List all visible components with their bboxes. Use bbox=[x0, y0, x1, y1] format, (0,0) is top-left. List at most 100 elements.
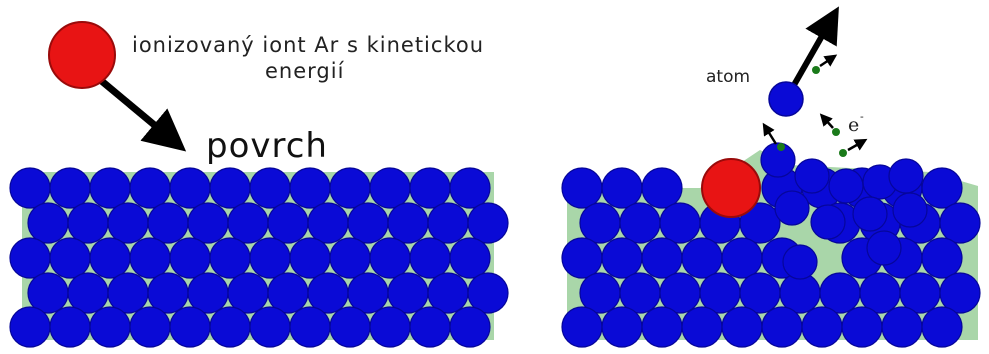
substrate-atom bbox=[888, 158, 924, 194]
substrate-atom bbox=[681, 237, 723, 279]
substrate-atom bbox=[681, 306, 723, 348]
substrate-atom bbox=[49, 167, 91, 209]
substrate-atom bbox=[307, 202, 349, 244]
ion-trajectory-arrow bbox=[95, 75, 187, 152]
substrate-atom bbox=[49, 306, 91, 348]
substrate-atom bbox=[347, 202, 389, 244]
substrate-atom bbox=[721, 237, 763, 279]
substrate-atom bbox=[289, 306, 331, 348]
electron-emission: e - bbox=[762, 54, 868, 157]
argon-ion bbox=[48, 21, 116, 89]
substrate-atom bbox=[107, 202, 149, 244]
substrate-atom bbox=[169, 306, 211, 348]
left-panel-before-impact: ionizovaný iont Ar s kinetickou energií … bbox=[9, 21, 509, 348]
substrate-atom bbox=[209, 306, 251, 348]
substrate-atom bbox=[169, 167, 211, 209]
substrate-atom bbox=[369, 237, 411, 279]
substrate-atom bbox=[641, 306, 683, 348]
substrate-atom bbox=[249, 237, 291, 279]
substrate-atom bbox=[9, 237, 51, 279]
substrate-atom bbox=[866, 230, 902, 266]
substrate-atom bbox=[27, 202, 69, 244]
substrate-atom bbox=[387, 202, 429, 244]
substrate-atom bbox=[329, 237, 371, 279]
substrate-atom bbox=[249, 167, 291, 209]
electron-arrow bbox=[819, 54, 838, 68]
substrate-atom bbox=[249, 306, 291, 348]
substrate-atom bbox=[659, 202, 701, 244]
electron-arrow bbox=[762, 122, 778, 145]
substrate-atom bbox=[329, 306, 371, 348]
substrate-atom bbox=[9, 167, 51, 209]
right-panel-after-impact: atom e - bbox=[561, 6, 981, 348]
substrate-atom bbox=[449, 306, 491, 348]
substrate-atom bbox=[579, 202, 621, 244]
argon-ion-embedded bbox=[701, 158, 761, 218]
substrate-atom bbox=[561, 167, 603, 209]
substrate-atom bbox=[427, 202, 469, 244]
substrate-atom bbox=[852, 196, 888, 232]
electron-arrow bbox=[819, 113, 834, 129]
substrate-atom bbox=[369, 167, 411, 209]
ion-label-line2: energií bbox=[265, 59, 345, 83]
substrate-atom bbox=[289, 167, 331, 209]
right-atom-lattice bbox=[561, 142, 981, 348]
substrate-atom bbox=[89, 237, 131, 279]
sputtered-atom-arrow bbox=[787, 6, 839, 94]
electron-dot bbox=[832, 128, 840, 136]
substrate-atom bbox=[641, 167, 683, 209]
substrate-atom bbox=[129, 167, 171, 209]
substrate-atom bbox=[209, 237, 251, 279]
ion-label-line1: ionizovaný iont Ar s kinetickou bbox=[132, 33, 484, 57]
electron-dot bbox=[777, 143, 785, 151]
substrate-atom bbox=[409, 306, 451, 348]
substrate-atom bbox=[409, 237, 451, 279]
substrate-atom bbox=[129, 306, 171, 348]
substrate-atom bbox=[921, 167, 963, 209]
substrate-atom bbox=[449, 167, 491, 209]
substrate-atom bbox=[209, 167, 251, 209]
electron-label: e bbox=[848, 114, 859, 136]
substrate-atom bbox=[939, 202, 981, 244]
substrate-atom bbox=[939, 272, 981, 314]
substrate-atom bbox=[187, 202, 229, 244]
substrate-atom bbox=[449, 237, 491, 279]
electron-arrow bbox=[847, 138, 868, 152]
substrate-atom bbox=[601, 306, 643, 348]
substrate-atom bbox=[921, 237, 963, 279]
substrate-atom bbox=[369, 306, 411, 348]
substrate-atom bbox=[289, 237, 331, 279]
substrate-atom bbox=[89, 306, 131, 348]
substrate-atom bbox=[89, 167, 131, 209]
substrate-atom bbox=[67, 202, 109, 244]
substrate-atom bbox=[760, 142, 796, 178]
substrate-atom bbox=[169, 237, 211, 279]
substrate-atom bbox=[329, 167, 371, 209]
substrate-atom bbox=[561, 306, 603, 348]
substrate-atom bbox=[892, 192, 928, 228]
sputtered-atom bbox=[768, 81, 804, 117]
substrate-atom bbox=[467, 202, 509, 244]
substrate-atom bbox=[147, 202, 189, 244]
substrate-atom bbox=[601, 167, 643, 209]
substrate-atom bbox=[9, 306, 51, 348]
substrate-atom bbox=[810, 204, 846, 240]
substrate-atom bbox=[409, 167, 451, 209]
atom-label: atom bbox=[706, 67, 750, 87]
substrate-atom bbox=[641, 237, 683, 279]
substrate-atom bbox=[49, 237, 91, 279]
electron-dot bbox=[812, 66, 820, 74]
substrate-atom bbox=[794, 158, 830, 194]
substrate-atom bbox=[841, 306, 883, 348]
substrate-atom bbox=[721, 306, 763, 348]
substrate-atom bbox=[227, 202, 269, 244]
substrate-atom bbox=[881, 306, 923, 348]
surface-label: povrch bbox=[206, 126, 328, 166]
substrate-atom bbox=[561, 237, 603, 279]
substrate-atom bbox=[761, 306, 803, 348]
substrate-atom bbox=[129, 237, 171, 279]
substrate-atom bbox=[921, 306, 963, 348]
substrate-atom bbox=[782, 244, 818, 280]
substrate-atom bbox=[267, 202, 309, 244]
